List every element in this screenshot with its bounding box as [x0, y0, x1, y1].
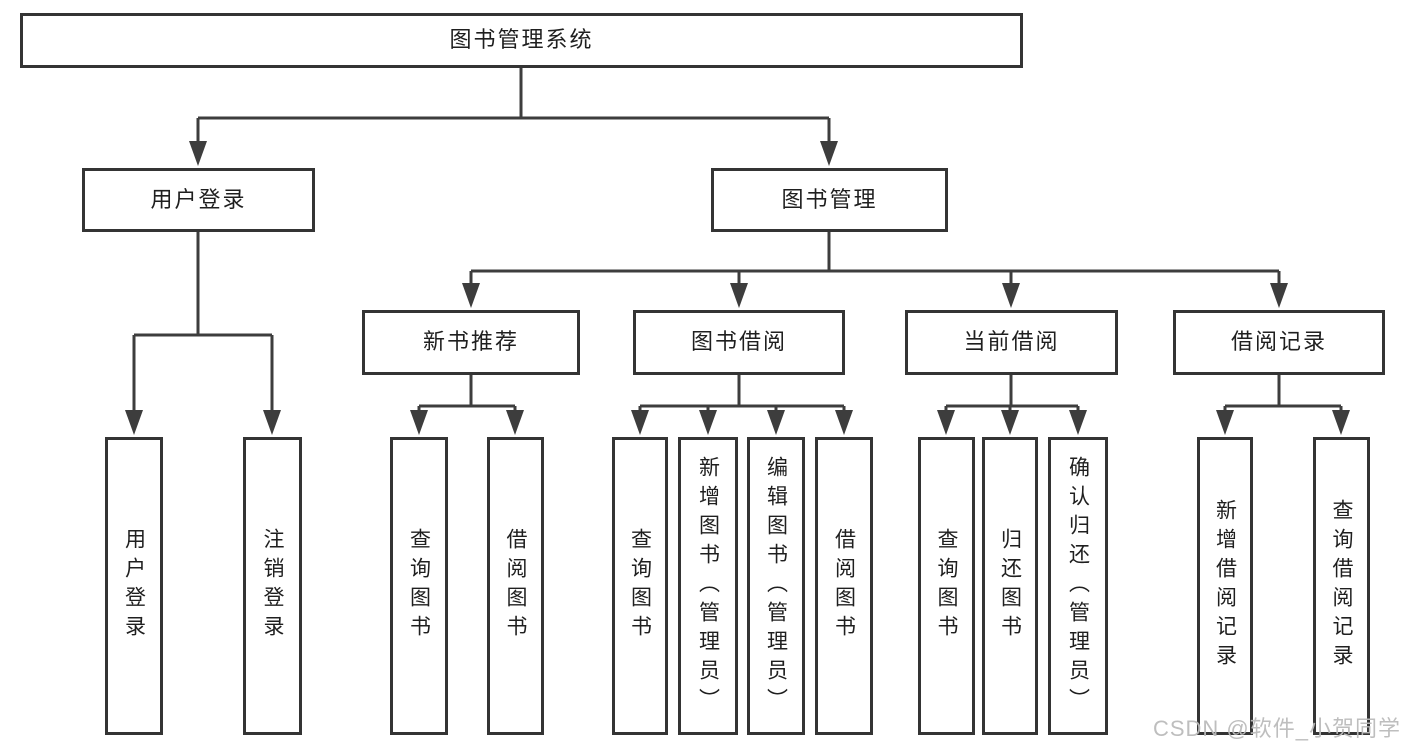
leaf-user-login: 用户登录 — [105, 437, 163, 735]
node-new-book-recommend: 新书推荐 — [362, 310, 580, 375]
leaf-edit-book-admin: 编辑图书（管理员） — [747, 437, 805, 735]
node-label: 查询图书 — [407, 528, 431, 644]
node-book-borrow: 图书借阅 — [633, 310, 845, 375]
node-label: 借阅图书 — [504, 528, 527, 644]
node-label: 新增借阅记录 — [1213, 499, 1237, 673]
csdn-watermark: CSDN @软件_小贺同学 — [1152, 716, 1401, 741]
node-label: 注销登录 — [261, 528, 284, 644]
leaf-query-books-recommend: 查询图书 — [390, 437, 448, 735]
leaf-query-borrow-record: 查询借阅记录 — [1313, 437, 1370, 735]
node-label: 归还图书 — [998, 528, 1022, 644]
arrowheads — [125, 141, 1350, 435]
leaf-borrow-books-recommend: 借阅图书 — [487, 437, 544, 735]
node-label: 用户登录 — [150, 186, 247, 212]
leaf-confirm-return-admin: 确认归还（管理员） — [1048, 437, 1108, 735]
node-borrow-records: 借阅记录 — [1173, 310, 1385, 375]
node-current-borrow: 当前借阅 — [905, 310, 1118, 375]
node-label: 新增图书（管理员） — [696, 455, 720, 717]
leaf-borrow-books-borrow: 借阅图书 — [815, 437, 873, 735]
node-label: 借阅图书 — [832, 528, 856, 644]
node-label: 图书管理 — [781, 186, 878, 212]
node-label: 当前借阅 — [963, 329, 1060, 355]
node-label: 确认归还（管理员） — [1066, 455, 1090, 717]
node-label: 查询图书 — [935, 528, 958, 644]
node-label: 用户登录 — [122, 528, 146, 644]
node-label: 图书管理系统 — [449, 27, 594, 53]
node-label: 新书推荐 — [422, 329, 519, 355]
node-root: 图书管理系统 — [20, 13, 1023, 68]
node-label: 查询借阅记录 — [1330, 499, 1353, 673]
leaf-logout: 注销登录 — [243, 437, 302, 735]
node-book-management: 图书管理 — [711, 168, 948, 232]
node-label: 查询图书 — [628, 528, 652, 644]
leaf-query-books-current: 查询图书 — [918, 437, 975, 735]
node-label: 借阅记录 — [1230, 329, 1327, 355]
leaf-add-borrow-record: 新增借阅记录 — [1197, 437, 1253, 735]
node-label: 编辑图书（管理员） — [764, 455, 788, 717]
node-user-login: 用户登录 — [82, 168, 315, 232]
leaf-return-books: 归还图书 — [982, 437, 1038, 735]
leaf-query-books-borrow: 查询图书 — [612, 437, 668, 735]
node-label: 图书借阅 — [690, 329, 787, 355]
leaf-add-book-admin: 新增图书（管理员） — [678, 437, 738, 735]
